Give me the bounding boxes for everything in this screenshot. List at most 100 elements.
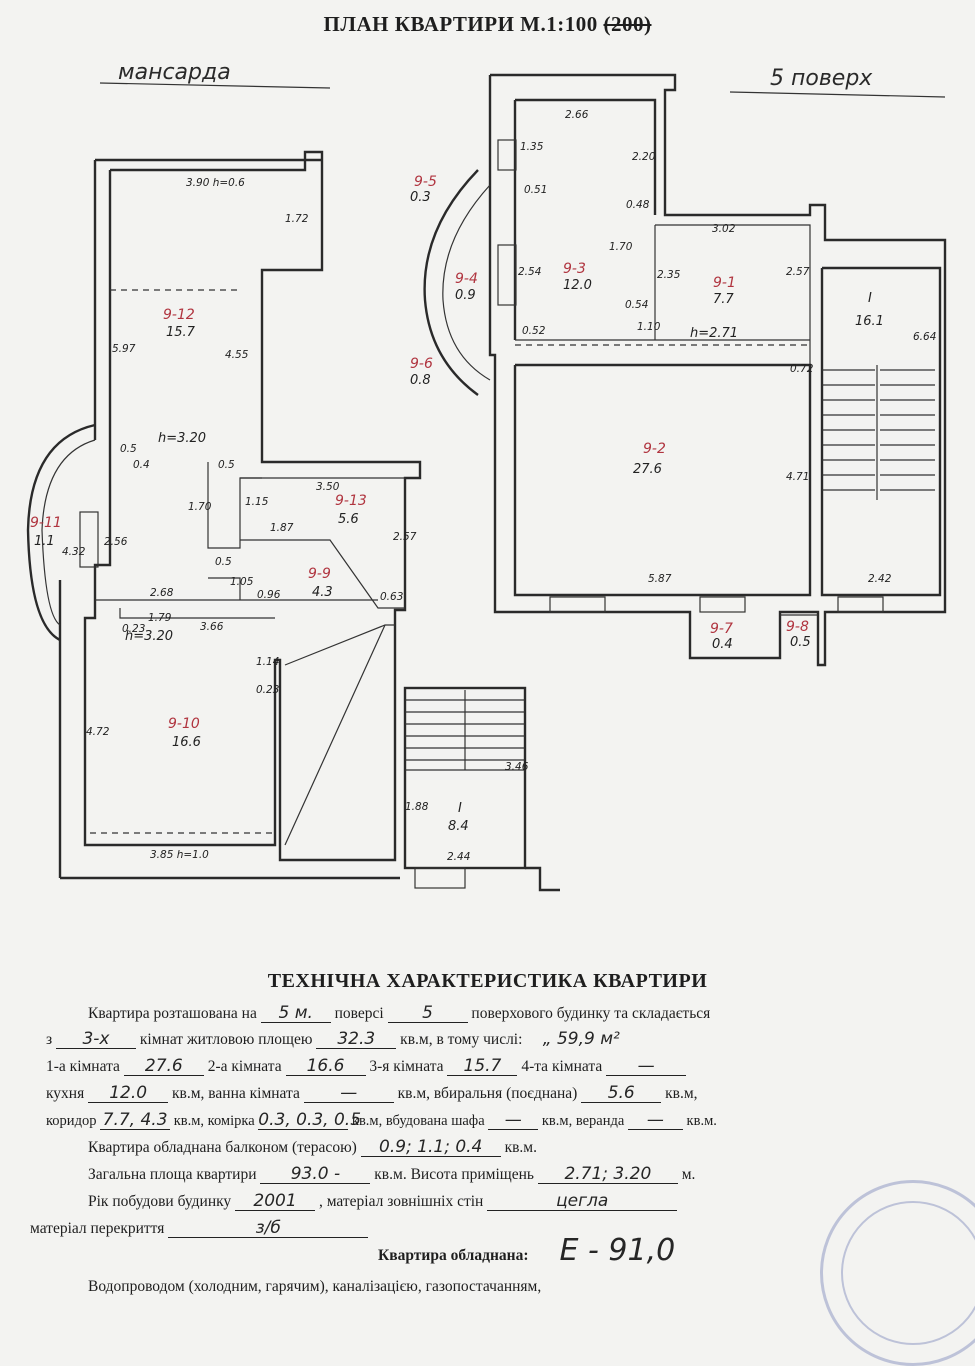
section-label-5th-floor: 5 поверх: [770, 66, 873, 91]
dim: 1.79: [148, 612, 172, 624]
stair-treads-lower: [405, 699, 525, 761]
room-1-value: 27.6: [123, 1057, 204, 1076]
tech-text: Загальна площа квартири: [88, 1166, 257, 1183]
dim: 0.23: [122, 623, 145, 635]
window-9-5: [497, 139, 517, 171]
entrance-door: [414, 867, 466, 889]
balcony-9-11-inner: [41, 439, 96, 626]
official-stamp: [820, 1180, 975, 1366]
wc-value: 5.6: [581, 1084, 662, 1103]
stair-upper-area: 16.1: [855, 314, 884, 329]
floors-value: 5: [387, 1004, 468, 1023]
tech-line-7: Загальна площа квартири 93.0 - кв.м. Вис…: [88, 1165, 695, 1184]
room-area-9-13: 5.6: [338, 512, 359, 527]
stair-lower-id: I: [458, 801, 462, 816]
storage-value: 0.3, 0.3, 0.5: [258, 1110, 362, 1130]
dim: 0.4: [133, 459, 150, 471]
tech-line-2: з 3-х кімнат житловою площею 32.3 кв.м, …: [46, 1030, 636, 1049]
height-9-10: 3.85 h=1.0: [150, 849, 209, 861]
room-9-10-top-wall: [119, 608, 275, 619]
dim: 0.5: [120, 443, 137, 455]
section-underline-left: [99, 82, 331, 89]
roof-slope-line: [284, 624, 395, 666]
height-mansard-upper: h=3.20: [158, 431, 206, 446]
bay-9-4-inner: [442, 184, 491, 381]
plan-title: ПЛАН КВАРТИРИ М.1:100 (200): [0, 12, 975, 37]
dim: 2.44: [447, 851, 470, 863]
tech-text: 1-а кімната: [46, 1058, 120, 1075]
tech-text: кв.м, в тому числі:: [400, 1031, 523, 1048]
tech-text: кімнат житловою площею: [139, 1031, 313, 1048]
dim: 1.72: [285, 213, 309, 225]
dim: 3.02: [712, 223, 736, 235]
dim: 2.56: [104, 536, 128, 548]
dim: 2.35: [657, 269, 681, 281]
floor-plan-drawing: 9-12 15.7 9-11 1.1 9-13 5.6 9-9 4.3 9-10…: [26, 73, 947, 892]
mansard-plan: [26, 150, 560, 892]
tech-text: поверхового будинку та складається: [471, 1005, 711, 1022]
tech-text: кв.м,: [665, 1085, 698, 1102]
year-value: 2001: [235, 1192, 316, 1211]
tech-line-11: Водопроводом (холодним, гарячим), каналі…: [88, 1278, 542, 1295]
tech-line-8: Рік побудови будинку 2001 , матеріал зов…: [88, 1192, 678, 1211]
room-area-9-4: 0.9: [455, 288, 476, 303]
room-id-9-1: 9-1: [713, 275, 736, 291]
tech-line-4: кухня 12.0 кв.м, ванна кімната — кв.м, в…: [46, 1084, 698, 1103]
tech-text: Рік побудови будинку: [88, 1193, 232, 1210]
floor-value: 5 м.: [260, 1004, 331, 1023]
veranda-value: —: [627, 1111, 683, 1130]
dim: 5.97: [112, 343, 136, 355]
tech-text: матеріал перекриття: [30, 1220, 165, 1237]
tech-text: кв.м.: [504, 1139, 537, 1156]
dim: 6.64: [913, 331, 936, 343]
room-id-9-8: 9-8: [786, 619, 809, 635]
stair-upper-id: I: [868, 291, 872, 306]
tech-text: Квартира розташована на: [88, 1005, 257, 1022]
room-id-9-5: 9-5: [414, 174, 437, 190]
fifth-floor-outer-wall: [488, 73, 947, 667]
dim: 0.5: [218, 459, 235, 471]
dim: 1.88: [405, 801, 429, 813]
dim: 0.96: [257, 589, 281, 601]
tech-text: Квартира обладнана балконом (терасою): [88, 1139, 357, 1156]
dim: 1.87: [270, 522, 294, 534]
room-3-value: 15.7: [447, 1057, 518, 1076]
tech-text: з: [46, 1031, 53, 1048]
room-area-9-5: 0.3: [410, 190, 431, 205]
dim: 3.50: [316, 481, 340, 493]
room-9-2-walls: [513, 363, 812, 597]
room-area-9-10: 16.6: [172, 735, 201, 750]
room-id-9-7: 9-7: [710, 621, 733, 637]
tech-text: кв.м, комірка: [173, 1113, 255, 1129]
room-area-9-8: 0.5: [790, 635, 811, 650]
room-area-9-3: 12.0: [563, 278, 592, 293]
dim: 1.15: [245, 496, 269, 508]
room-id-9-2: 9-2: [643, 441, 666, 457]
section-underline-right: [729, 91, 946, 98]
tech-heading: ТЕХНІЧНА ХАРАКТЕРИСТИКА КВАРТИРИ: [267, 970, 708, 992]
room-area-9-12: 15.7: [166, 325, 196, 340]
height-labels: 3.90 h=0.6 h=3.20 h=3.20 3.85 h=1.0 h=2.…: [125, 177, 738, 861]
tech-line-3: 1-а кімната 27.6 2-а кімната 16.6 3-я кі…: [46, 1057, 687, 1076]
dim: 3.66: [200, 621, 224, 633]
room-id-9-6: 9-6: [410, 356, 433, 372]
room-area-9-6: 0.8: [410, 373, 431, 388]
handwritten-area-note: „ 59,9 м²: [542, 1029, 620, 1049]
tech-text: , матеріал зовнішніх стін: [318, 1193, 484, 1210]
room-id-9-4: 9-4: [455, 271, 478, 287]
bath-value: —: [303, 1084, 394, 1103]
tech-line-6: Квартира обладнана балконом (терасою) 0.…: [88, 1138, 537, 1157]
plan-title-struck-scale: (200): [603, 12, 652, 36]
dim: 2.20: [632, 151, 656, 163]
room-9-1-right-wall: [655, 224, 811, 365]
door-9-7: [699, 596, 746, 613]
room-id-9-12: 9-12: [163, 307, 195, 323]
room-area-9-1: 7.7: [713, 292, 734, 307]
ceiling-height-value: 2.71; 3.20: [537, 1165, 678, 1184]
dim: 4.32: [62, 546, 86, 558]
room-id-9-3: 9-3: [563, 261, 586, 277]
stair-lower-area: 8.4: [448, 819, 469, 834]
plan-title-main: ПЛАН КВАРТИРИ М.1:100: [323, 12, 598, 36]
dimension-labels: 2.66 1.35 2.20 0.51 0.48 3.02 1.70 2.54 …: [62, 109, 936, 863]
tech-text: кв.м, вбудована шафа: [351, 1113, 485, 1129]
